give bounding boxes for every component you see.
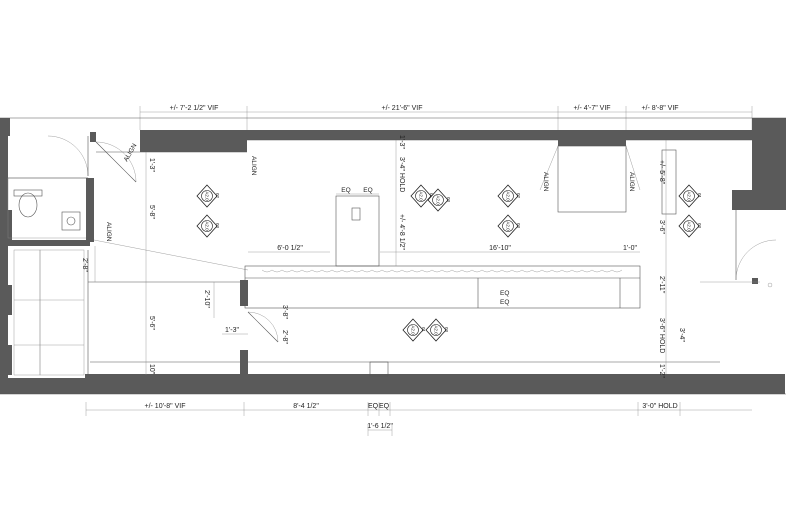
align-label-3: ALIGN [542,172,549,192]
top-dimension-1: +/- 7'-2 1/2" VIF [170,105,219,112]
dim-left-lower: 5'-6" [148,316,155,330]
top-dimension-4: +/- 8'-8" VIF [641,105,678,112]
tag-sheet: A2.0 [205,191,210,201]
fixture-tag: A2.0 03 [678,214,702,238]
bottom-dim-1: +/- 10'-8" VIF [145,403,186,410]
lower-door [247,311,279,343]
top-dimension-3: +/- 4'-7" VIF [573,105,610,112]
column: EQ EQ [335,187,380,267]
align-label-1: ALIGN [123,142,139,163]
tag-sheet: A2.0 [687,221,692,231]
tag-sheet: A2.0 [411,325,416,335]
exterior-walls [0,117,786,395]
bottom-dim-3: EQ [368,403,379,410]
interior-outline [88,139,752,363]
entrance [700,210,777,288]
dim-right-hold: 3'-6" HOLD [658,318,665,353]
dim-door-offset: 1'-3" [225,327,239,334]
vertical-dimensions: 1'-3" 5'-8" 5'-6" 10" 2'-8" 1'-3" 3'-4" … [81,135,685,378]
dim-counter-end: 1'-0" [623,245,637,252]
tag-number: 03 [215,223,220,229]
dim-left-upper: 1'-3" [148,158,155,172]
dim-right-mid: 3'-6" [658,220,665,234]
tag-number: 03 [516,223,521,229]
dim-right-counter: 2'-11" [658,276,665,294]
tag-sheet: A2.0 [436,195,441,205]
fixture-tag: A2.0 02 [497,184,521,208]
fixture-tag: A2.0 03 [427,188,451,212]
fixture-tag: A2.0 03 [196,214,220,238]
bottom-dimension-string: +/- 10'-8" VIF 8'-4 1/2" EQ EQ 3'-0" HOL… [85,402,752,436]
bottom-dim-6: 1'-6 1/2" [367,423,393,430]
tag-sheet: A2.0 [434,325,439,335]
tag-number: 03 [697,223,702,229]
dim-mid-side: 3'-8" [281,305,288,319]
right-display [539,145,677,215]
align-label-5: ALIGN [105,222,112,242]
tag-number: 03 [444,327,449,333]
fixture-tag: A2.0 03 [425,318,449,342]
horizontal-dimensions: 6'-0 1/2" 16'-10" 1'-0" 1'-3" [222,245,640,335]
tag-sheet: A2.0 [506,221,511,231]
tag-number: 01 [421,327,426,333]
counter-eq: EQ [500,290,509,297]
top-dimension-2: +/- 21'-6" VIF [382,105,423,112]
dim-left-mid: 5'-8" [148,205,155,219]
dim-right-top: +/- 5'-8" [658,160,665,185]
sink-icon [61,211,81,231]
column-eq-left: EQ [341,187,350,194]
restroom [7,132,137,246]
dim-column-center: +/- 4'-8 1/2" [398,214,405,250]
left-storage [13,249,89,376]
fixture-tag: A2.0 01 [402,318,426,342]
fixture-tag: A2.0 01 [678,184,702,208]
tag-number: 02 [215,193,220,199]
tag-number: 03 [446,197,451,203]
bottom-dim-5: 3'-0" HOLD [642,403,677,410]
counter-eq-2: EQ [500,299,509,306]
floor-box [369,361,389,377]
column-eq-right: EQ [363,187,372,194]
tag-sheet: A2.0 [419,191,424,201]
dim-right-bottom: 1'-2" [658,364,665,378]
align-label-4: ALIGN [628,172,635,192]
dim-right-small: 3'-4" [678,328,685,342]
align-label-2: ALIGN [250,156,257,176]
dim-left-bottom: 10" [148,364,155,375]
dim-column-hold: 3'-4" HOLD [398,157,405,192]
tag-sheet: A2.0 [687,191,692,201]
service-counter: EQ EQ [240,265,641,376]
dim-counter-left: 6'-0 1/2" [277,245,303,252]
tag-number: 01 [697,193,702,199]
toilet-icon [18,192,38,218]
tag-number: 02 [516,193,521,199]
dim-mid-door: 2'-8" [281,330,288,344]
tag-sheet: A2.0 [506,191,511,201]
dim-column-top: 1'-3" [398,135,405,149]
fixture-tag: A2.0 02 [196,184,220,208]
top-dimension-string: +/- 7'-2 1/2" VIF +/- 21'-6" VIF +/- 4'-… [139,105,753,130]
dim-counter-right: 16'-10" [489,245,511,252]
dim-mid-wall: 2'-10" [203,290,210,308]
tag-sheet: A2.0 [205,221,210,231]
bottom-dim-4: EQ [379,403,390,410]
bottom-dim-2: 8'-4 1/2" [293,403,319,410]
dim-left-wall: 2'-8" [81,258,88,272]
fixture-tag: A2.0 03 [497,214,521,238]
